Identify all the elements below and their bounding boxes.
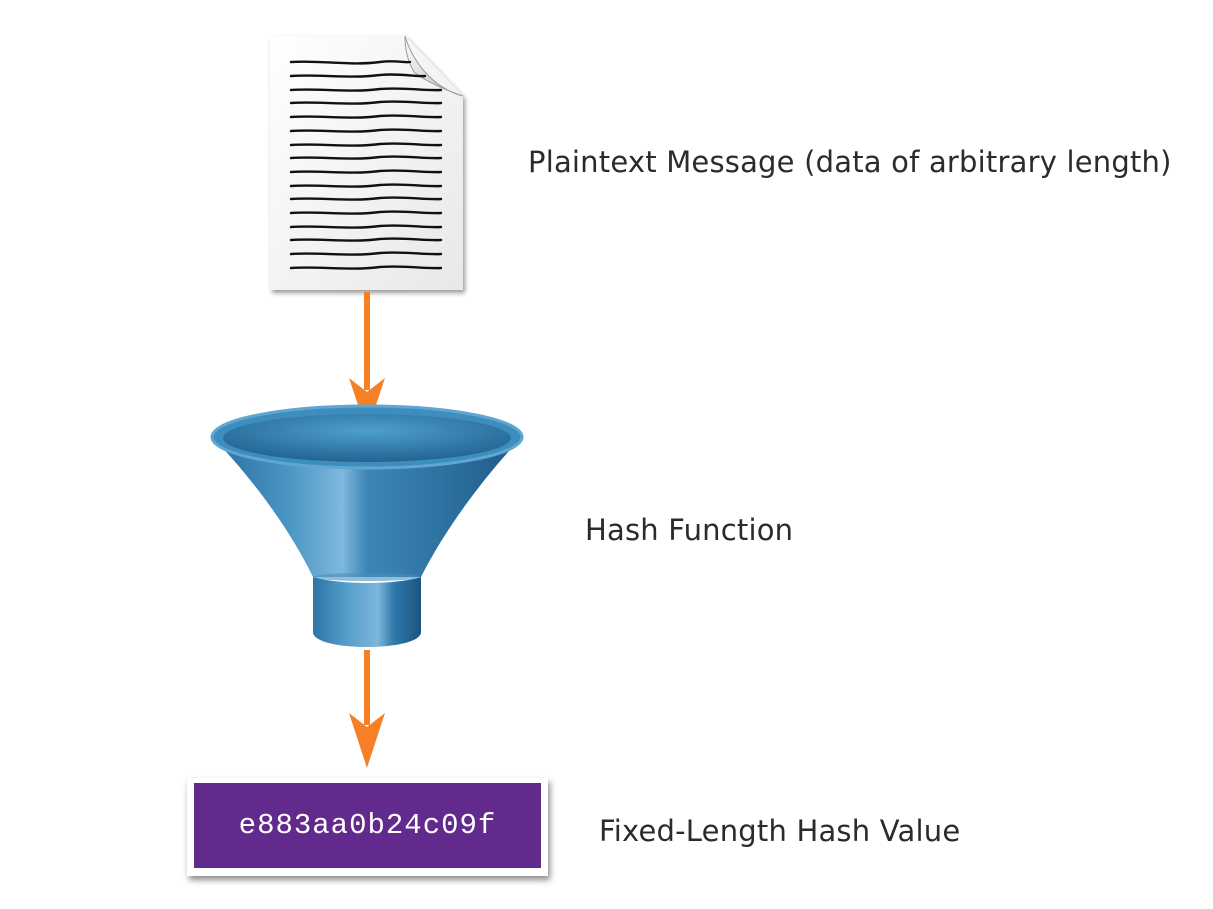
hash-value-box: e883aa0b24c09f bbox=[187, 778, 548, 876]
document-text-lines bbox=[289, 60, 443, 270]
fixed-length-hash-label: Fixed-Length Hash Value bbox=[599, 814, 961, 848]
hash-value-text: e883aa0b24c09f bbox=[194, 783, 541, 868]
plaintext-message-label: Plaintext Message (data of arbitrary len… bbox=[528, 145, 1172, 179]
arrow-down-icon bbox=[349, 650, 385, 768]
hash-function-label: Hash Function bbox=[585, 513, 794, 547]
document-icon bbox=[270, 35, 464, 290]
funnel-icon bbox=[210, 404, 524, 647]
